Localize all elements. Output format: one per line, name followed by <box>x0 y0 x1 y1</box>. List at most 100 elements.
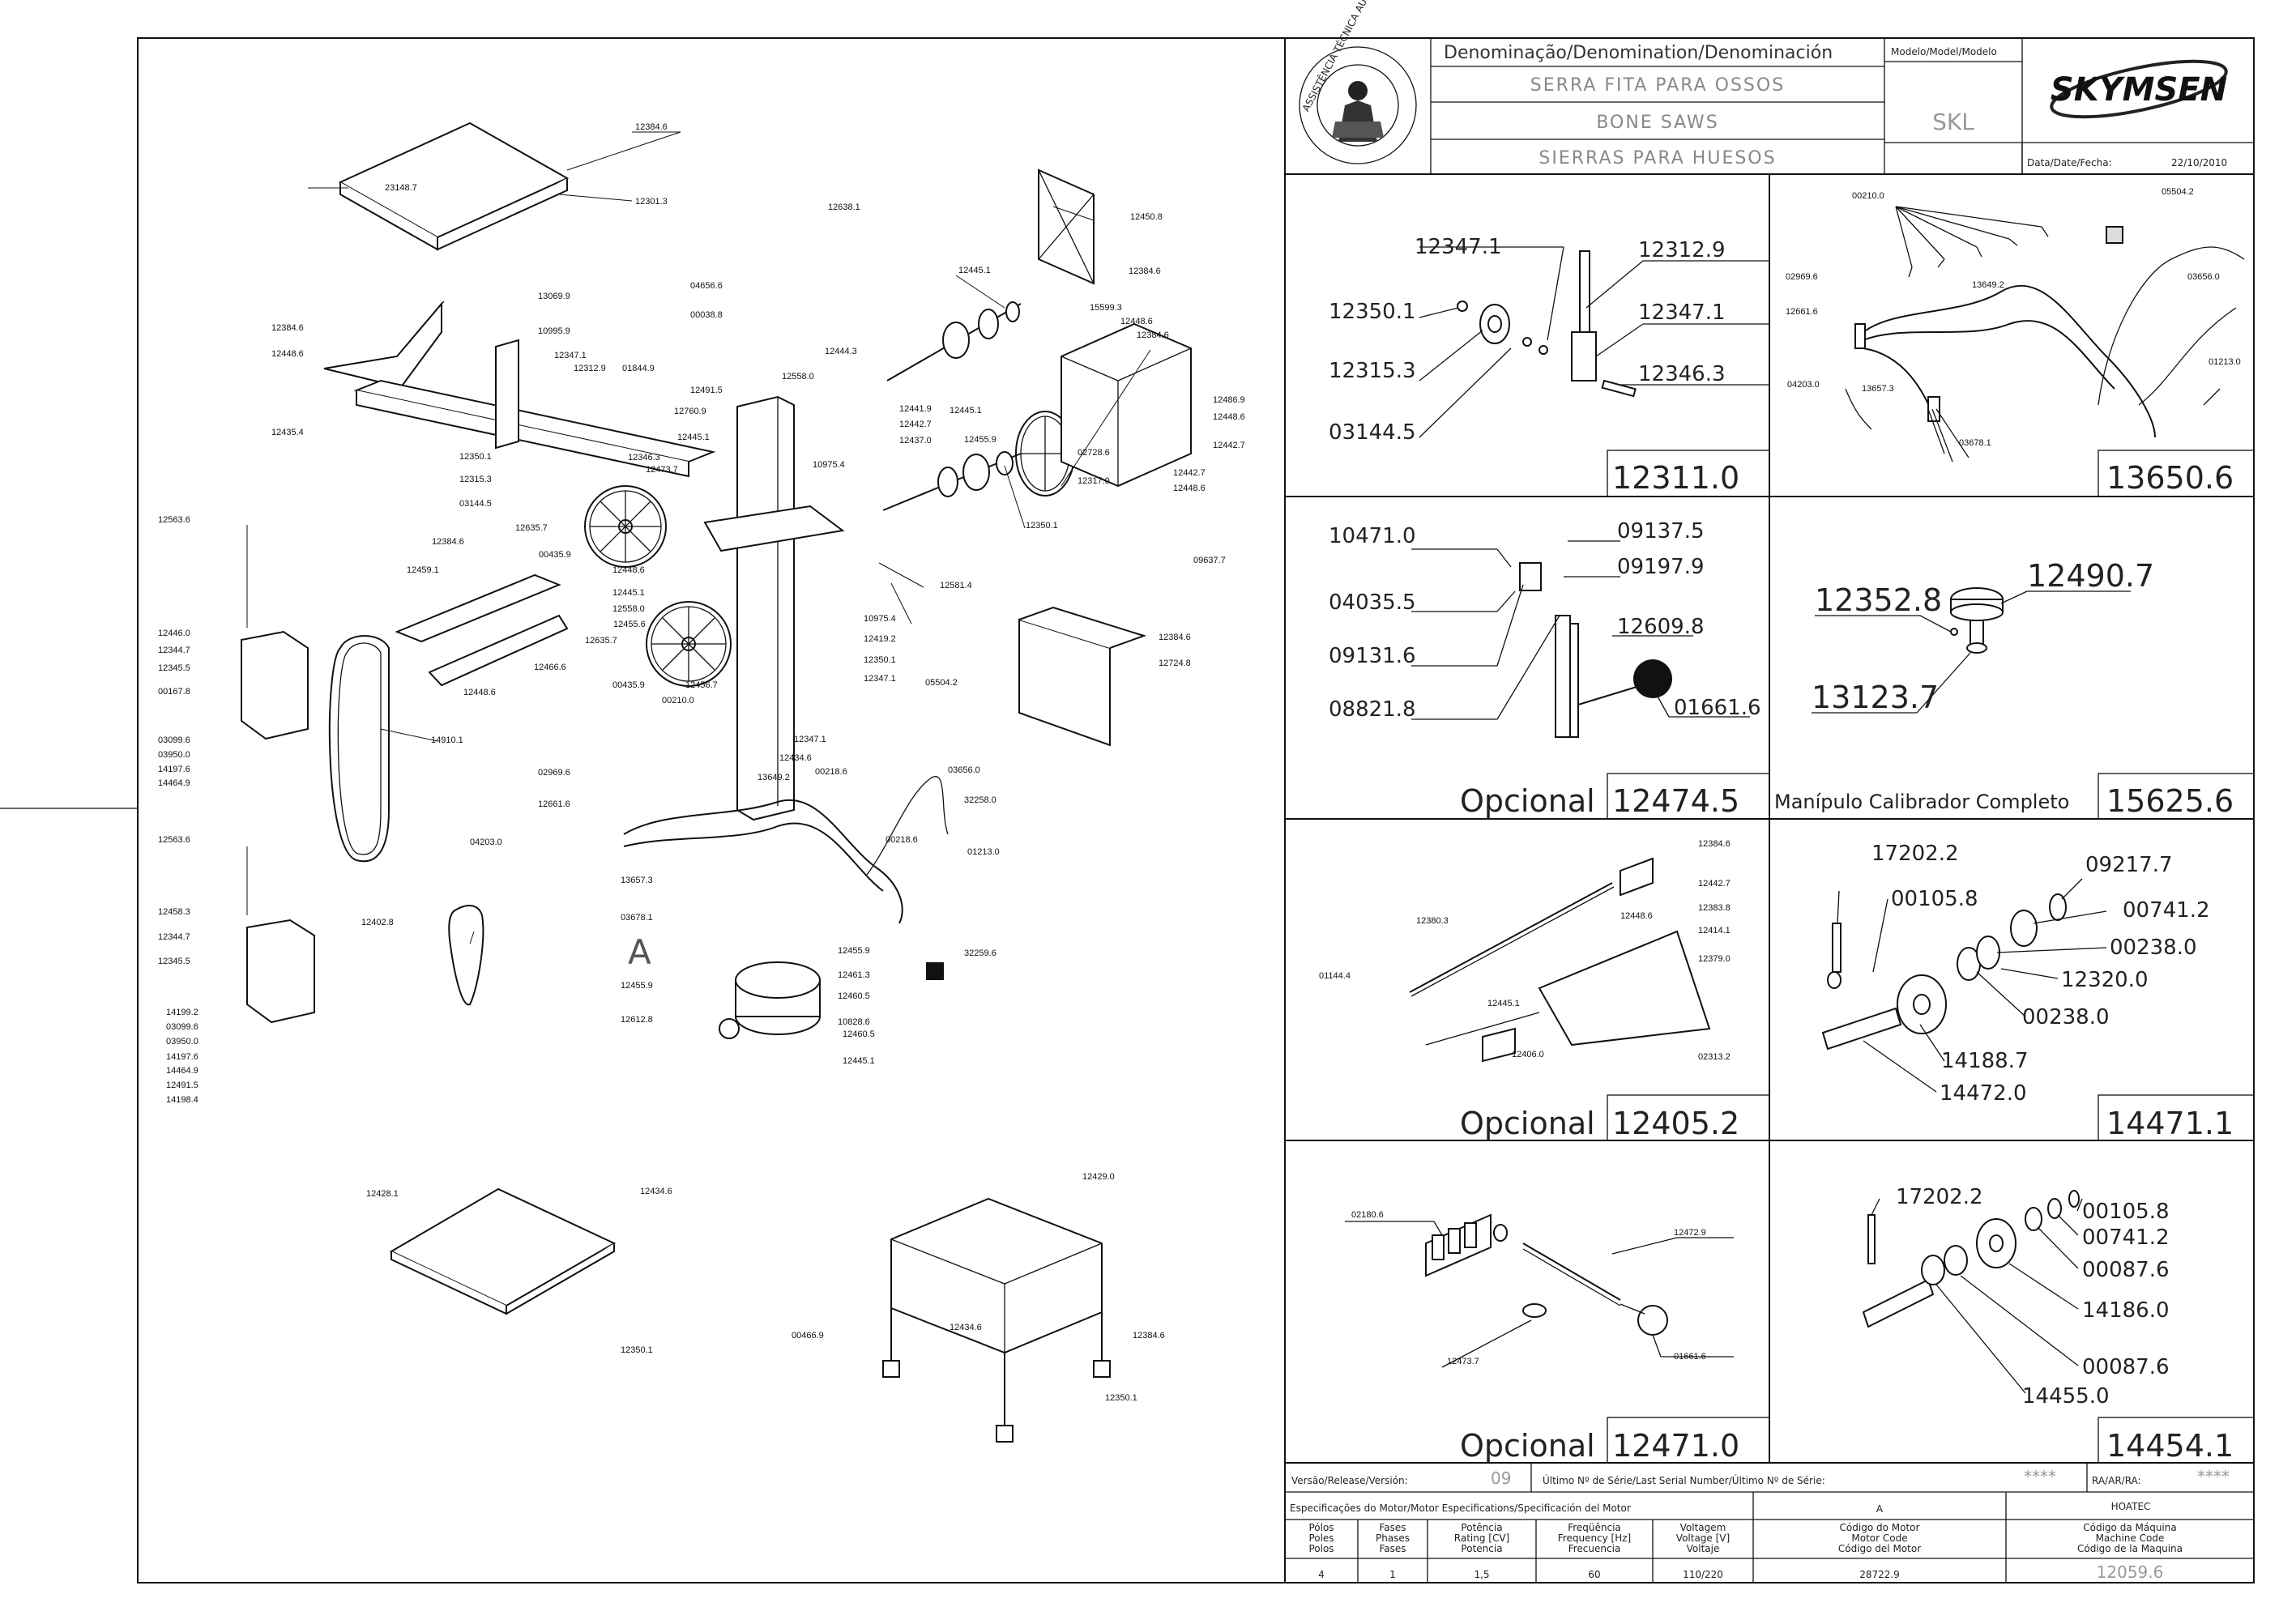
name-pt: SERRA FITA PARA OSSOS <box>1530 75 1785 96</box>
panel8-code: 14454.1 <box>2106 1428 2234 1464</box>
panel5-code: 12405.2 <box>1612 1106 1739 1141</box>
p2-label-1: 00210.0 <box>1852 191 1884 201</box>
m-mid-13: 12448.6 <box>463 688 496 697</box>
col-freq-3: Frecuencia <box>1568 1543 1621 1554</box>
col-phases-3: Fases <box>1379 1543 1406 1554</box>
m-mid-33: 12402.8 <box>361 918 394 927</box>
model-header: Modelo/Model/Modelo <box>1891 46 1997 58</box>
p8-label-2: 00105.8 <box>2082 1200 2170 1224</box>
ra-label: RA/AR/RA: <box>2092 1475 2141 1486</box>
motor-code-value: 28722.9 <box>1859 1569 1900 1580</box>
p5-label-8: 01144.4 <box>1319 971 1351 981</box>
m-top-42: 12317.0 <box>1078 476 1110 486</box>
m-left-9: 14464.9 <box>158 778 190 788</box>
p6-label-9: 14472.0 <box>1940 1081 2027 1106</box>
p3-label-1: 10471.0 <box>1329 524 1416 548</box>
col-phases-2: Phases <box>1376 1532 1410 1544</box>
main-labels-top: 12384.6 23148.7 12301.3 12638.1 12384.6 … <box>271 122 1245 668</box>
serial-value: **** <box>2024 1467 2056 1486</box>
p5-label-4: 12448.6 <box>1620 911 1653 921</box>
m-top-27: 12437.0 <box>899 436 932 445</box>
main-labels-mid: 12635.7 00435.9 12384.6 12459.1 12448.6 … <box>361 523 1000 1066</box>
m-mid-3: 12384.6 <box>432 537 464 547</box>
m-mid-36: 12461.3 <box>838 970 870 980</box>
col-volt-2: Voltage [V] <box>1676 1532 1730 1544</box>
m-mid-28: 32258.0 <box>964 795 996 805</box>
p5-label-10: 12406.0 <box>1512 1050 1544 1059</box>
m-top-39: 12445.1 <box>950 406 982 416</box>
p7-label-1: 02180.6 <box>1351 1210 1384 1220</box>
m-mid-26: 02969.6 <box>538 768 570 778</box>
col-phases-1: Fases <box>1379 1522 1406 1533</box>
m-top-9: 10995.9 <box>538 326 570 336</box>
m-top-26: 12442.7 <box>899 420 932 429</box>
m-mid-19: 12347.1 <box>864 674 896 684</box>
panel7-caption: Opcional <box>1460 1428 1595 1464</box>
m-top-17: 03144.5 <box>459 499 492 509</box>
m-mid-9: 12455.6 <box>613 620 646 629</box>
p2-label-3: 02969.6 <box>1786 272 1818 282</box>
panel6-labels: 17202.2 09217.7 00105.8 00741.2 00238.0 … <box>1871 842 2210 1106</box>
p5-label-7: 12379.0 <box>1698 954 1731 964</box>
p5-label-11: 02313.2 <box>1698 1052 1731 1062</box>
p3-label-3: 09197.9 <box>1617 555 1705 579</box>
p6-label-3: 00105.8 <box>1891 887 1978 911</box>
m-mid-14: 14910.1 <box>431 735 463 745</box>
m-left-13: 12345.5 <box>158 957 190 966</box>
m-top-6: 12448.6 <box>271 349 304 359</box>
col-freq-1: Freqüência <box>1568 1522 1621 1533</box>
panel7-drawing <box>1345 1213 1734 1368</box>
m-mid-12: 12466.6 <box>534 663 566 672</box>
m-top-3: 12301.3 <box>635 197 668 207</box>
m-top-12: 01844.9 <box>622 364 655 373</box>
decal-icon <box>926 962 944 980</box>
seal-text: ASSISTÊNCIA TÉCNICA AUTORIZADA <box>1300 0 1393 113</box>
m-mid-23: 00218.6 <box>815 767 847 777</box>
p3-label-8: 01661.6 <box>1674 696 1761 720</box>
p4-label-1: 12352.8 <box>1815 582 1942 618</box>
m-top-14: 12760.9 <box>674 407 706 416</box>
m-mid-31: 01213.0 <box>967 847 1000 857</box>
m-mid-37: 12460.5 <box>838 991 870 1001</box>
brand-name: SKYMSEN <box>2051 71 2227 109</box>
m-top-23: 12558.0 <box>782 372 814 381</box>
m-top-2: 23148.7 <box>385 183 417 193</box>
panel6-drawing <box>1821 878 2107 1093</box>
poles-value: 4 <box>1318 1569 1325 1580</box>
m-mid-34: 03678.1 <box>621 913 653 923</box>
freq-value: 60 <box>1588 1569 1600 1580</box>
panel7-code: 12471.0 <box>1612 1428 1739 1464</box>
p3-label-6: 09131.6 <box>1329 644 1416 668</box>
m-top-33: 12384.6 <box>1137 330 1169 340</box>
m-mid-35: 12455.9 <box>838 946 870 956</box>
phases-value: 1 <box>1389 1569 1396 1580</box>
m-top-22: 00038.8 <box>690 310 723 320</box>
m-mid-21: 12347.1 <box>794 735 826 744</box>
m-top-19: 12346.3 <box>628 453 660 462</box>
date-value: 22/10/2010 <box>2171 157 2227 168</box>
version-label: Versão/Release/Versión: <box>1291 1475 1408 1486</box>
m-left-3: 12344.7 <box>158 646 190 655</box>
p8-label-4: 00087.6 <box>2082 1258 2170 1282</box>
m-mid-4: 12459.1 <box>407 565 439 575</box>
m-mid-27: 12661.6 <box>538 799 570 809</box>
m-left-12: 12344.7 <box>158 932 190 942</box>
main-labels-bottom: 12428.1 12434.6 12350.1 12429.0 00466.9 … <box>366 1172 1165 1403</box>
m-left-14: 14199.2 <box>166 1008 198 1017</box>
m-top-28: 12450.8 <box>1130 212 1163 222</box>
m-left-20: 14198.4 <box>166 1095 198 1105</box>
m-top-11: 12312.9 <box>574 364 606 373</box>
panel2-drawing <box>1845 206 2245 462</box>
m-top-46: 09637.7 <box>1193 556 1226 565</box>
p2-label-7: 01213.0 <box>2209 357 2241 367</box>
m-mid-17: 12419.2 <box>864 634 896 644</box>
m-top-38: 12448.6 <box>1173 484 1206 493</box>
m-top-45: 12581.4 <box>940 581 972 590</box>
date-label: Data/Date/Fecha: <box>2027 157 2112 168</box>
m-mid-20: 05504.2 <box>925 678 958 688</box>
m-top-29: 12445.1 <box>958 266 991 275</box>
m-left-17: 14197.6 <box>166 1052 198 1062</box>
m-left-5: 00167.8 <box>158 687 190 697</box>
m-left-1: 12563.6 <box>158 515 190 525</box>
